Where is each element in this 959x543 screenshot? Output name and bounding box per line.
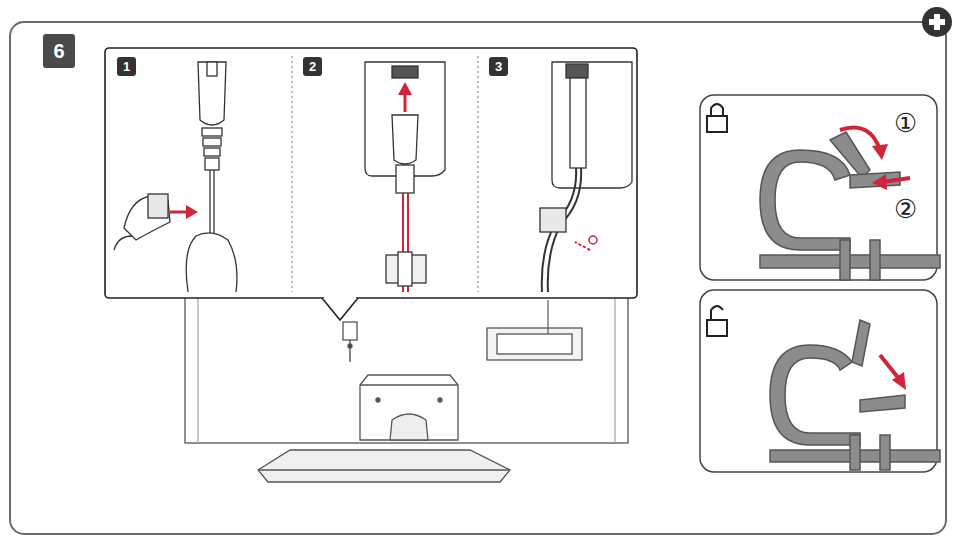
step-number: 2 [309, 59, 316, 74]
callout-number: ① [893, 110, 918, 136]
clip-locked [760, 132, 940, 280]
unlock-icon [707, 306, 727, 336]
unlocked-panel [700, 290, 937, 472]
clip-unlocked [770, 320, 940, 470]
step2-drawing [365, 62, 445, 292]
step3-drawing [540, 62, 632, 292]
step-number: 1 [123, 59, 130, 74]
step1-drawing [114, 62, 237, 292]
locked-panel [700, 95, 937, 280]
outer-frame [10, 22, 946, 534]
inset-panel [105, 48, 637, 320]
step-number: 3 [495, 59, 502, 74]
step-number: 6 [53, 40, 64, 63]
step-badge: 2 [303, 57, 322, 76]
tv-back [185, 285, 628, 482]
step-badge: 3 [489, 57, 508, 76]
callout-number: ② [893, 196, 918, 222]
step-badge: 6 [43, 34, 75, 68]
plus-icon [922, 7, 952, 37]
step-badge: 1 [117, 57, 136, 76]
lock-icon [707, 104, 727, 132]
